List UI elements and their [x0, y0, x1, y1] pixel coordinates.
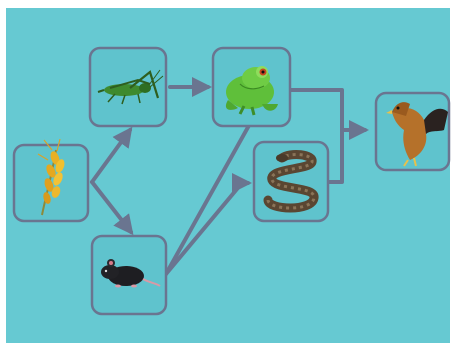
node-mouse — [92, 236, 166, 314]
node-snake — [254, 142, 328, 221]
node-frog — [213, 48, 290, 126]
node-eagle — [376, 93, 449, 170]
node-wheat — [14, 139, 88, 221]
node-grasshopper — [90, 48, 166, 126]
